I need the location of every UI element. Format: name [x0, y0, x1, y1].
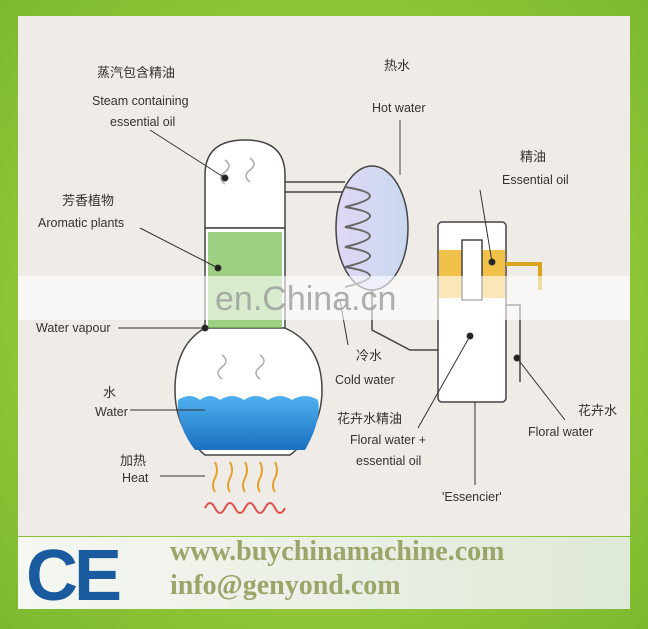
ce-logo: CE [26, 536, 122, 616]
steam-wisps [217, 157, 265, 380]
label-hot-zh: 热水 [384, 59, 410, 74]
label-plants-en: Aromatic plants [38, 216, 124, 230]
email-link[interactable]: info@genyond.com [170, 570, 401, 601]
label-steam-en2: essential oil [110, 115, 175, 129]
label-water-zh: 水 [103, 386, 116, 401]
website-link[interactable]: www.buychinamachine.com [170, 536, 505, 567]
label-floral-en: Floral water [528, 425, 593, 439]
label-mix-en2: essential oil [356, 454, 421, 468]
label-steam-en1: Steam containing [92, 94, 189, 108]
label-mix-en1: Floral water + [350, 433, 426, 447]
label-cold-en: Cold water [335, 373, 395, 387]
footer-banner [18, 537, 630, 609]
leader-lines [118, 129, 566, 485]
water-fill [177, 396, 319, 450]
label-cold-zh: 冷水 [356, 349, 382, 364]
label-plants-zh: 芳香植物 [62, 194, 114, 209]
label-heat-zh: 加热 [120, 454, 146, 469]
heat-icon [204, 461, 286, 514]
label-heat-en: Heat [122, 471, 149, 485]
label-hot-en: Hot water [372, 101, 426, 115]
label-water-en: Water [95, 405, 128, 419]
label-vapour-en: Water vapour [36, 321, 111, 335]
label-mix-zh: 花卉水精油 [337, 411, 402, 427]
label-steam-zh: 蒸汽包含精油 [97, 65, 175, 81]
label-oil-zh: 精油 [520, 150, 546, 165]
label-floral-zh: 花卉水 [578, 403, 617, 419]
watermark-band [18, 276, 630, 320]
label-oil-en: Essential oil [502, 173, 569, 187]
label-essencier: 'Essencier' [442, 490, 502, 504]
watermark-text: en.China.cn [215, 280, 397, 318]
